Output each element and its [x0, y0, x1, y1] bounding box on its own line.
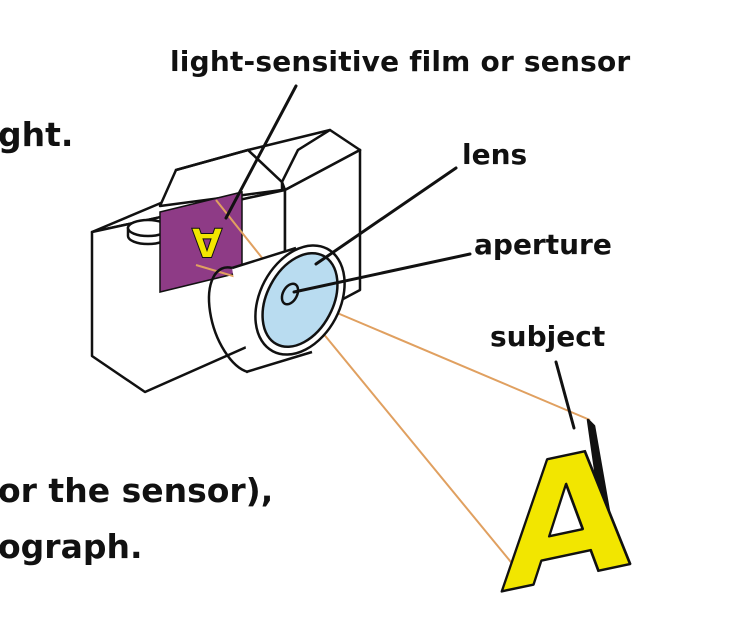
label-lens: lens — [462, 138, 528, 171]
label-film-sensor: light-sensitive film or sensor — [170, 45, 631, 78]
inverted-image-letter: A — [191, 218, 223, 265]
leader-line-film — [224, 84, 298, 220]
label-subject: subject — [490, 320, 606, 353]
leader-line-lens — [314, 166, 458, 266]
body-text-line-2: or the sensor), — [0, 471, 274, 510]
leader-lines — [224, 84, 576, 430]
light-ray-bottom-subject — [289, 292, 525, 579]
leader-line-subject — [554, 360, 576, 430]
label-aperture: aperture — [474, 228, 612, 261]
aperture-hole — [280, 282, 300, 306]
lens-glass — [254, 244, 346, 356]
light-ray-top-subject — [289, 292, 591, 421]
subject-letter: A — [500, 407, 633, 630]
svg-text:A: A — [191, 218, 222, 264]
svg-text:A: A — [501, 409, 631, 630]
body-text-line-3: ograph. — [0, 527, 143, 566]
leader-line-aperture — [292, 252, 472, 294]
subject-letter-side — [586, 418, 616, 548]
camera-viewfinder-right — [280, 128, 362, 192]
body-text-line-1: ght. — [0, 115, 74, 154]
